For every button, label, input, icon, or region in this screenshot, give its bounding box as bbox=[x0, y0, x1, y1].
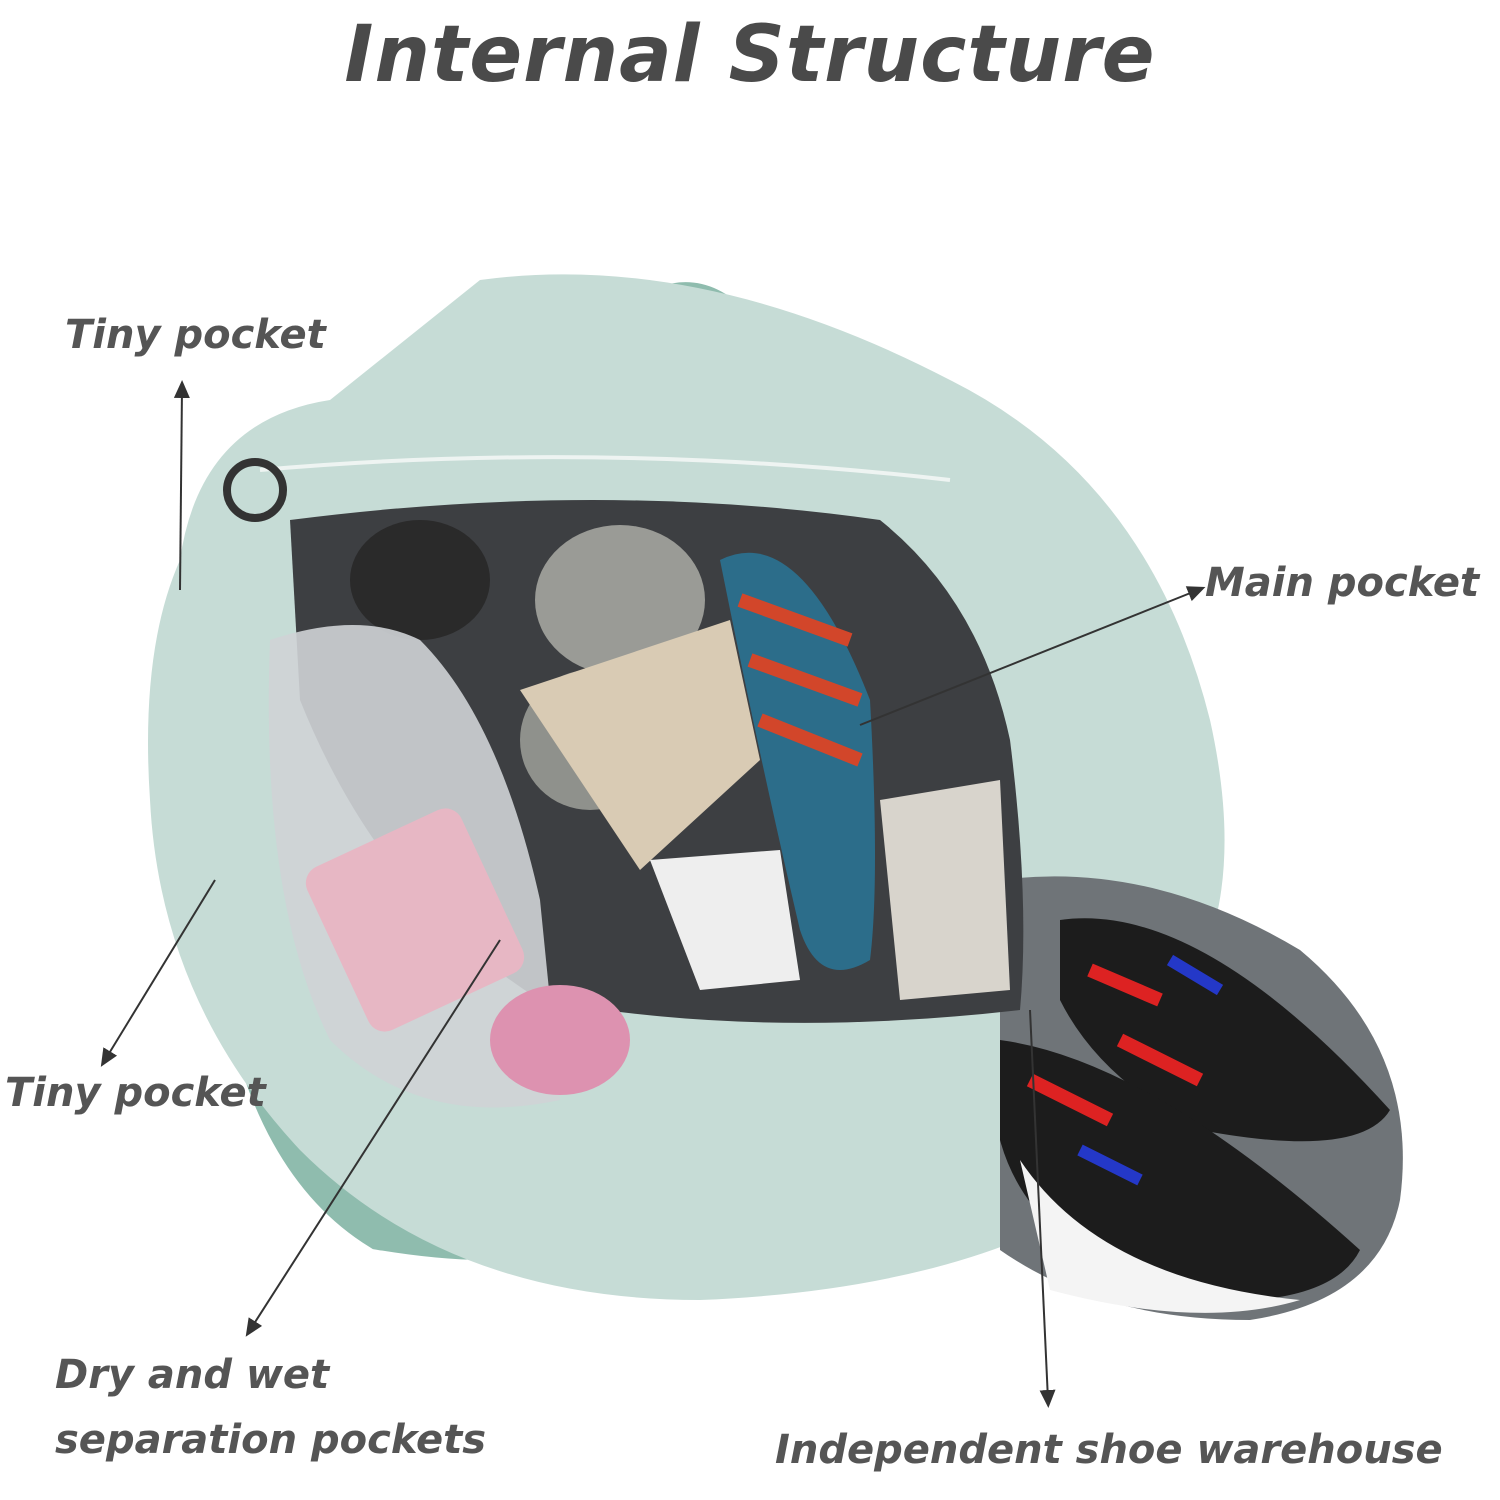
arrow-shoe-warehouse bbox=[1029, 1009, 1056, 1408]
pink-container bbox=[305, 808, 525, 1032]
page-title: Internal Structure bbox=[344, 10, 1156, 100]
label-main-pocket: Main pocket bbox=[1205, 560, 1480, 606]
arrow-main-pocket bbox=[859, 586, 1206, 726]
d-ring bbox=[223, 458, 287, 522]
arrow-tiny-pocket-bottom bbox=[100, 879, 216, 1067]
arrow-dry-wet bbox=[245, 939, 501, 1337]
arrow-tiny-pocket-top bbox=[173, 380, 190, 591]
label-tiny-pocket-bottom: Tiny pocket bbox=[5, 1070, 266, 1116]
label-tiny-pocket-top: Tiny pocket bbox=[65, 312, 326, 358]
label-dry-wet-line1: Dry and wet bbox=[55, 1352, 330, 1398]
label-shoe-warehouse: Independent shoe warehouse bbox=[775, 1427, 1443, 1473]
label-dry-wet-line2: separation pockets bbox=[55, 1417, 487, 1463]
shoes bbox=[1000, 918, 1390, 1313]
pink-towel bbox=[490, 985, 630, 1095]
bag-contents bbox=[350, 520, 1010, 1000]
